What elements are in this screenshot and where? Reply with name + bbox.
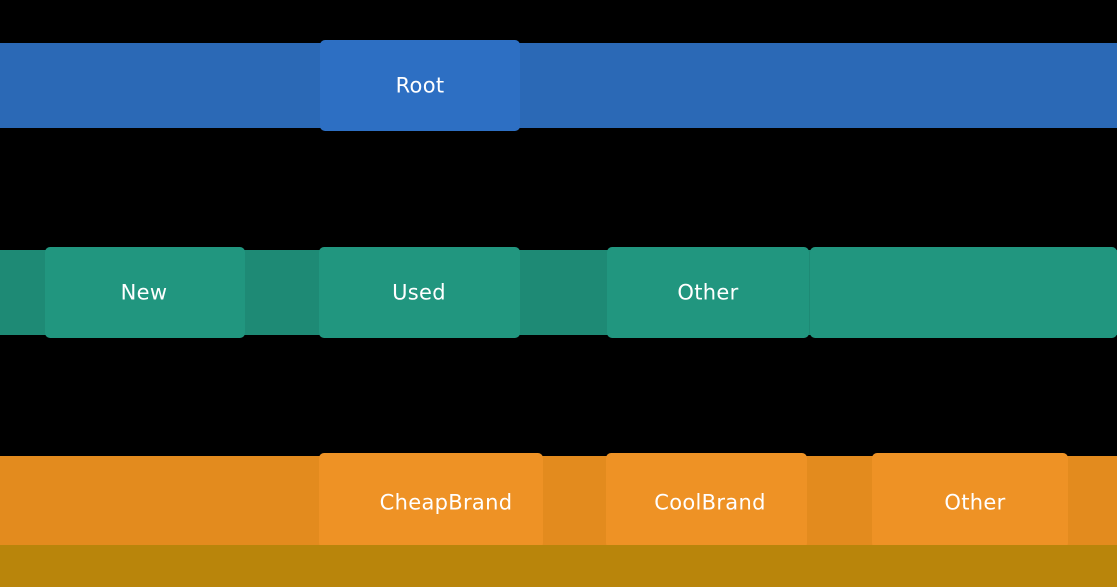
tree-level-band-3 (0, 545, 1117, 587)
tree-node-used[interactable] (319, 247, 520, 338)
node-label-used: Used (392, 280, 446, 305)
node-label-cheapbrand: CheapBrand (379, 490, 513, 515)
tree-node-root[interactable] (320, 40, 520, 131)
tree-level-band-0 (0, 43, 1117, 128)
node-label-other: Other (677, 280, 739, 305)
node-label-coolbrand: CoolBrand (654, 490, 766, 515)
tree-node-new[interactable] (45, 247, 245, 338)
node-label-other: Other (944, 490, 1006, 515)
tree-node-unlabeled[interactable] (810, 247, 1117, 338)
tree-node-cheapbrand[interactable] (319, 453, 543, 548)
node-label-root: Root (395, 73, 445, 98)
tree-node-other[interactable] (607, 247, 809, 338)
tree-node-other[interactable] (872, 453, 1068, 548)
tree-node-coolbrand[interactable] (606, 453, 807, 548)
node-label-new: New (120, 280, 168, 305)
